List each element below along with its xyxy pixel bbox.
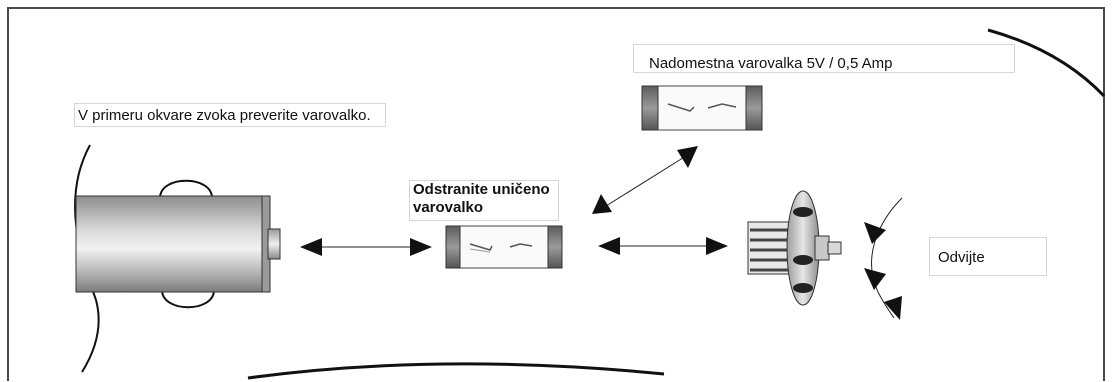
lighter-plug: [75, 179, 281, 309]
fuse-holder-cap: [747, 190, 842, 306]
double-arrow-fuse-holder: [598, 237, 728, 255]
replacement-fuse: [641, 85, 763, 131]
remove-fuse-label: Odstranite uničeno varovalko: [409, 180, 559, 221]
unscrew-rotation-arrows: [864, 197, 903, 320]
unscrew-label: Odvijte: [929, 237, 1047, 276]
replacement-fuse-label: Nadomestna varovalka 5V / 0,5 Amp: [633, 44, 1015, 73]
top-right-arc: [987, 28, 1106, 98]
diagram-frame: [7, 7, 1105, 381]
double-arrow-plug-fuse: [300, 238, 432, 256]
bottom-arc: [247, 362, 665, 380]
plug-tip: [267, 228, 281, 260]
plug-top-loop: [159, 179, 213, 199]
plug-body: [75, 195, 267, 293]
blown-fuse: [445, 225, 563, 269]
plug-bottom-loop: [161, 289, 215, 309]
check-fuse-label: V primeru okvare zvoka preverite varoval…: [74, 103, 386, 127]
double-arrow-diagonal: [592, 146, 698, 214]
